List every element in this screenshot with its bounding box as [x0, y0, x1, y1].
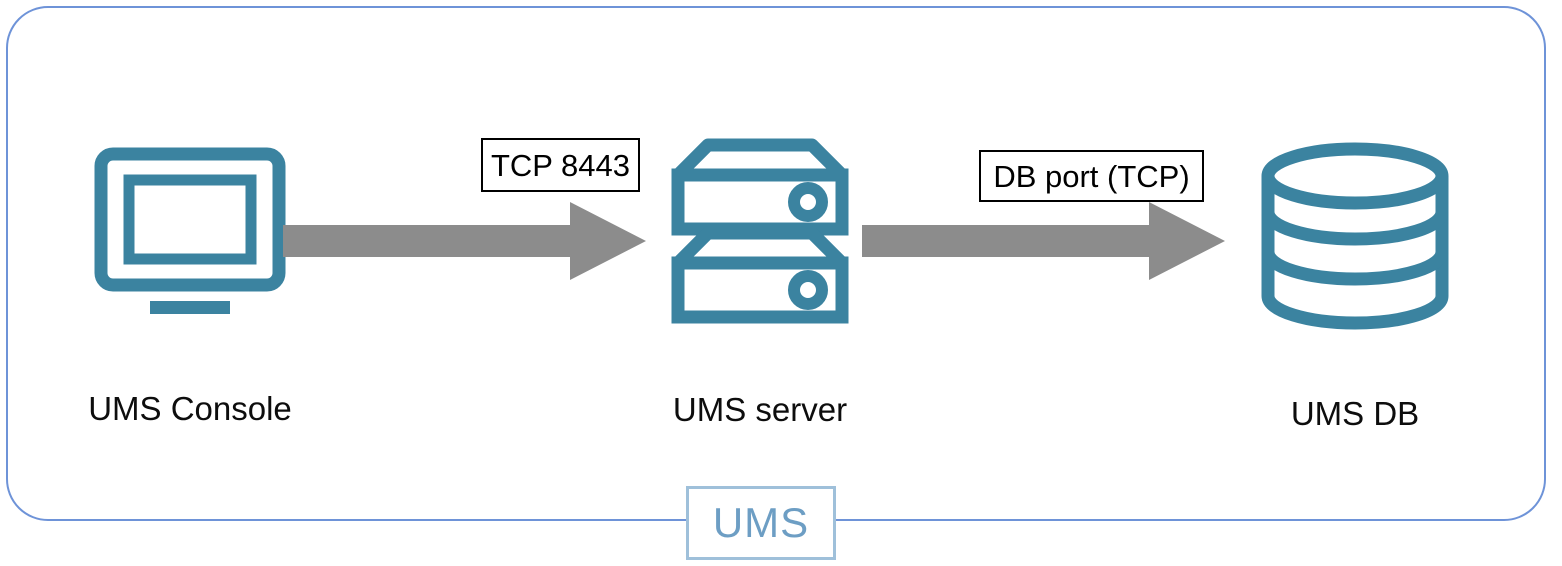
node-label-ums-console: UMS Console: [88, 390, 292, 427]
arrow-server-to-db: [862, 202, 1225, 280]
node-label-ums-server: UMS server: [672, 391, 848, 428]
arrow-console-to-server: [283, 202, 646, 280]
port-label-server-to-db: DB port (TCP): [979, 150, 1204, 202]
monitor-icon: [94, 147, 286, 314]
port-label-console-to-server: TCP 8443: [481, 138, 640, 192]
server-rack-icon: [671, 138, 849, 324]
node-ums-server[interactable]: UMS server: [615, 133, 905, 429]
ums-zone-badge: UMS: [686, 486, 836, 560]
node-ums-db[interactable]: UMS DB: [1205, 140, 1505, 433]
node-ums-console[interactable]: UMS Console: [40, 145, 340, 428]
node-label-ums-db: UMS DB: [1290, 395, 1420, 432]
database-cylinder-icon: [1261, 142, 1449, 330]
